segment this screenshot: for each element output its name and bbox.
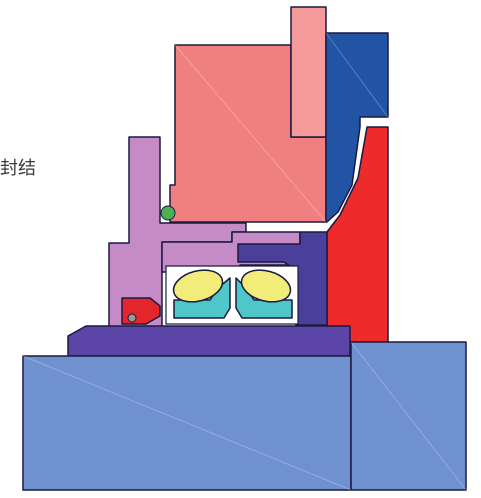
- base-shaft: [22, 355, 352, 491]
- facet-lines: [22, 32, 467, 491]
- cyan-face-left: [173, 277, 231, 319]
- yellow-oring-right: [240, 269, 292, 303]
- indigo-ring: [237, 231, 328, 326]
- blue-cover: [325, 32, 389, 223]
- side-label: 封结: [0, 158, 36, 179]
- base-shaft-right: [350, 341, 467, 491]
- yellow-oring-left: [172, 269, 224, 303]
- pink-sleeve: [290, 6, 327, 138]
- indigo-plate: [67, 325, 351, 357]
- retainer-pin: [127, 313, 137, 323]
- red-retainer: [121, 297, 161, 325]
- green-dot: [160, 205, 176, 221]
